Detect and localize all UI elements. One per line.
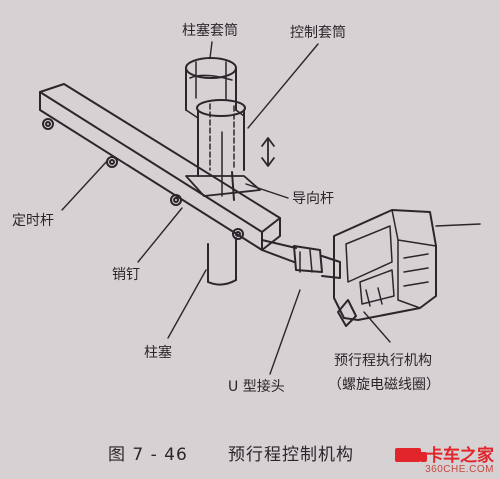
motion-arrow <box>261 137 275 167</box>
plunger-label: 柱塞 <box>144 345 172 361</box>
control-sleeve-shape <box>185 99 246 197</box>
control-sleeve-label: 控制套筒 <box>290 25 346 41</box>
leader-lines <box>61 41 391 375</box>
plunger-sleeve-label: 柱塞套筒 <box>182 23 238 39</box>
figure-number: 图 7 - 46 <box>108 445 188 465</box>
actuator-shape <box>333 209 481 327</box>
figure-title: 预行程控制机构 <box>228 445 354 465</box>
u-joint-shape <box>261 239 341 279</box>
guide-rod-label: 导向杆 <box>292 191 334 207</box>
pin-label: 销钉 <box>112 267 140 283</box>
watermark-brand: 卡车之家 <box>426 445 494 465</box>
actuator-label-line2: （螺旋电磁线圈） <box>328 377 440 393</box>
watermark: 卡车之家 360CHE.COM <box>395 447 494 476</box>
timing-rod-label: 定时杆 <box>12 213 54 229</box>
plunger-shape <box>207 237 237 286</box>
plunger-sleeve-shape <box>185 57 237 111</box>
truck-icon <box>395 448 427 462</box>
guide-rod-shape <box>185 171 261 201</box>
watermark-site: 360CHE.COM <box>425 464 494 475</box>
actuator-label-line1: 预行程执行机构 <box>334 353 432 369</box>
u-joint-label: U 型接头 <box>228 379 285 395</box>
